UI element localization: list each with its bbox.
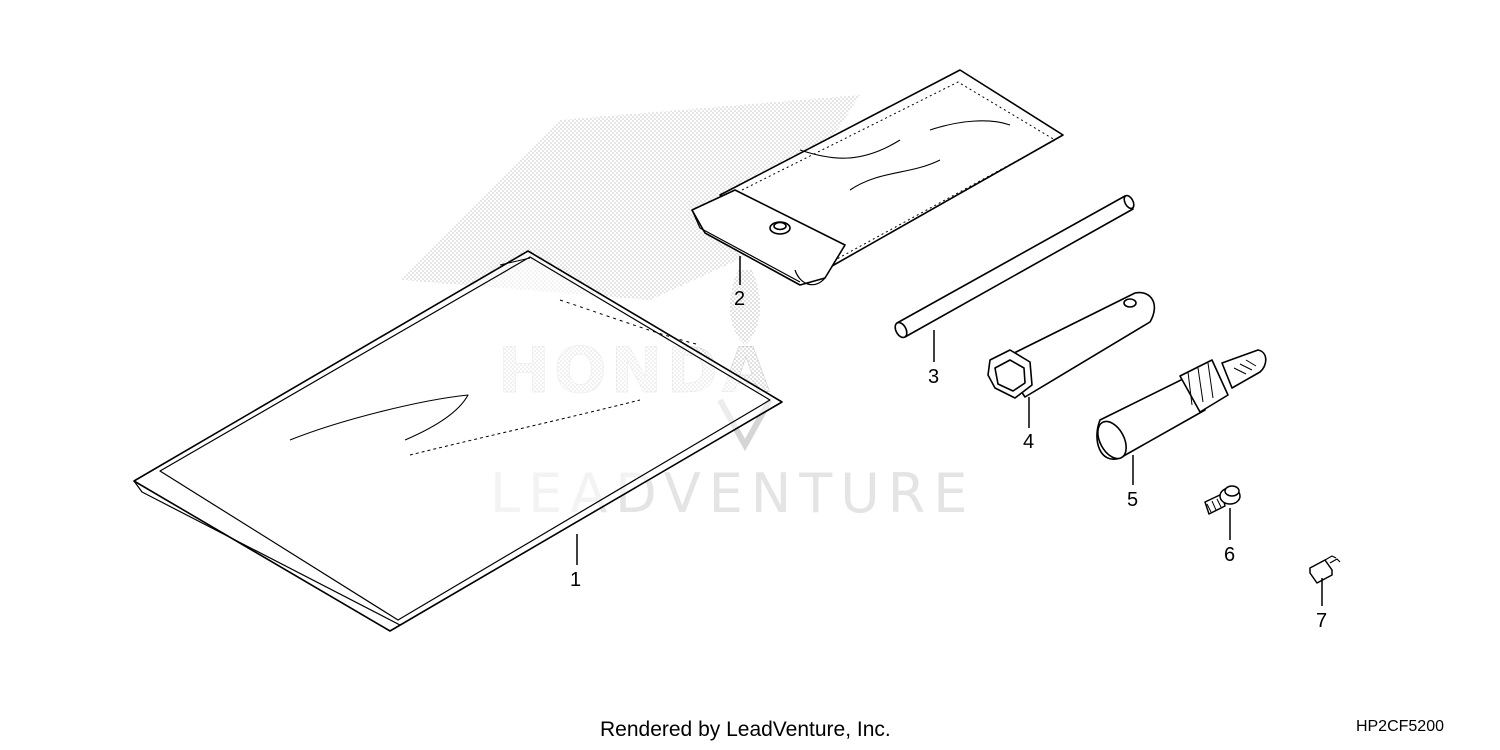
- callout-5: 5: [1127, 489, 1138, 511]
- callout-4: 4: [1023, 431, 1034, 453]
- part-3-tommy-bar: [894, 194, 1135, 339]
- leader-lines: [576, 256, 1323, 606]
- callout-6: 6: [1224, 544, 1235, 566]
- callout-7: 7: [1316, 610, 1327, 632]
- callout-3: 3: [928, 366, 939, 388]
- callout-2: 2: [734, 288, 745, 310]
- part-4-box-wrench: [987, 291, 1156, 399]
- part-7-fuse: [1309, 555, 1341, 584]
- part-1-tool-bag: [133, 250, 783, 632]
- diagram-code: HP2CF5200: [1355, 718, 1444, 735]
- part-2-tool-case: [691, 69, 1064, 286]
- rendered-by-credit: Rendered by LeadVenture, Inc.: [600, 718, 891, 741]
- part-5-screwdriver: [1096, 349, 1267, 460]
- callout-1: 1: [570, 569, 581, 591]
- part-6-bolt: [1204, 485, 1241, 515]
